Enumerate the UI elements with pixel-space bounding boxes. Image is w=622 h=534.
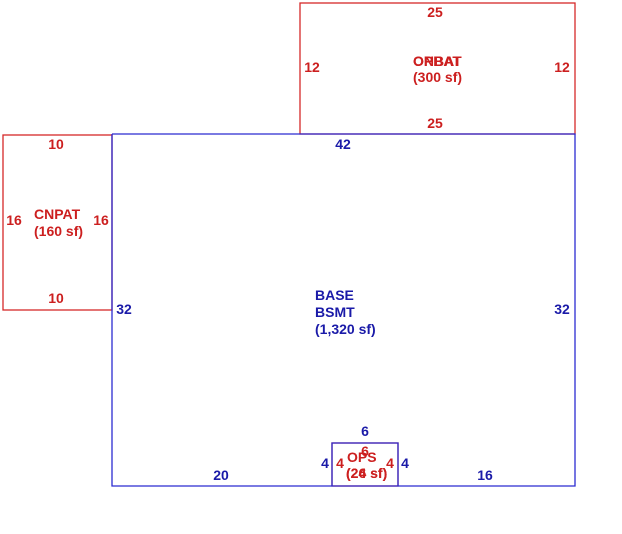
base-name-2: BSMT [315, 304, 355, 320]
cnpat-size: (160 sf) [34, 223, 83, 239]
cnpat-dim-right: 16 [93, 212, 109, 228]
ops-dim-right: 4 [386, 455, 394, 471]
ops-size-a: (24 sf) [346, 465, 387, 481]
base-outline [111, 133, 576, 487]
ops-name: OPS [347, 449, 377, 465]
onbat-size: (300 sf) [413, 69, 462, 85]
cnpat-dim-top: 10 [48, 136, 64, 152]
base-dim-left: 32 [116, 301, 132, 317]
cnpat-name: CNPAT [34, 206, 81, 222]
base-dim-bottom-left: 20 [213, 467, 229, 483]
base-dim-bottom-right: 16 [477, 467, 493, 483]
ops-size-b: (26 sf) [346, 465, 387, 481]
cnpat-dim-left: 16 [6, 212, 22, 228]
onbat-dim-left: 12 [304, 59, 320, 75]
onbat-dim-top: 25 [427, 4, 443, 20]
notch-dim-left: 4 [321, 455, 329, 471]
base-size: (1,320 sf) [315, 321, 376, 337]
base-dim-right: 32 [554, 301, 570, 317]
base-dim-top: 42 [335, 136, 351, 152]
ops-dim-top: 6 [361, 443, 369, 459]
onbat-name-a: ONBAT [413, 53, 462, 69]
notch-outline [331, 442, 399, 486]
cnpat-dim-bottom: 10 [48, 290, 64, 306]
onbat-dim-bottom: 25 [427, 115, 443, 131]
base-name-1: BASE [315, 287, 354, 303]
onbat-dim-right: 12 [554, 59, 570, 75]
notch-dim-top: 6 [361, 423, 369, 439]
onbat-name-b: OPBAT [413, 53, 461, 69]
ops-dim-left: 4 [336, 455, 344, 471]
notch-dim-right: 4 [401, 455, 409, 471]
